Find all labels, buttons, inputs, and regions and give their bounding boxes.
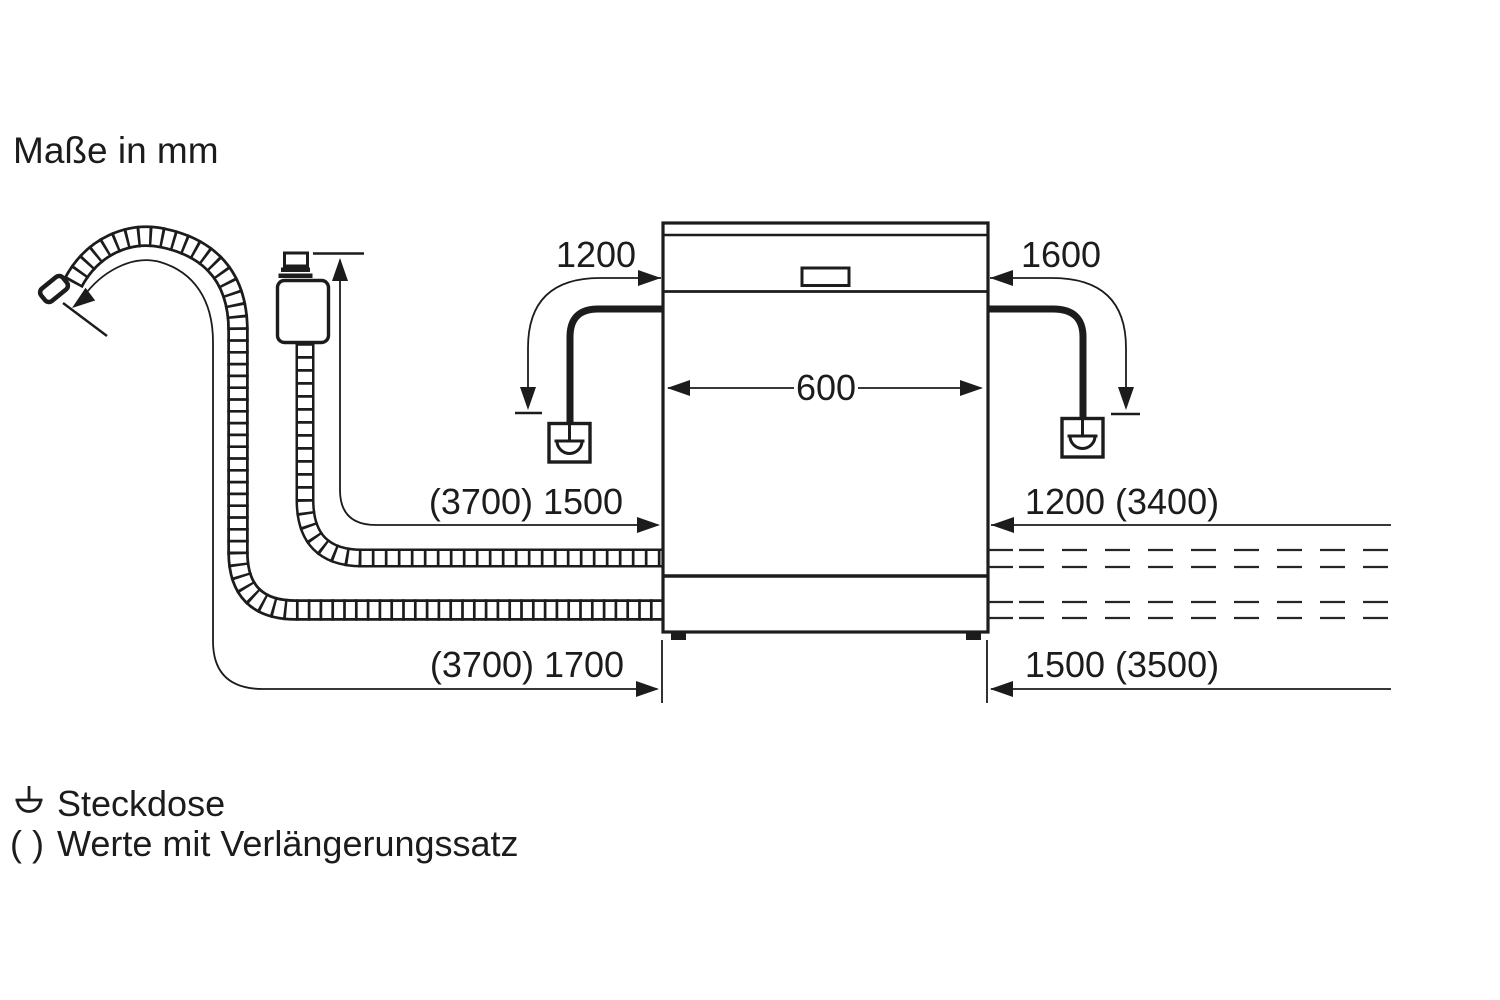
legend-socket-label: Steckdose	[57, 783, 225, 824]
dim-label-cord-left: 1200	[556, 234, 636, 275]
dim-supply-hose	[313, 252, 660, 533]
aquastop-valve-icon	[275, 251, 331, 345]
dim-label-appliance-width: 600	[796, 367, 856, 408]
door-handle	[800, 266, 851, 287]
power-cord-left	[566, 305, 662, 423]
socket-icon-left	[547, 421, 592, 464]
dim-label-cord-right: 1600	[1021, 234, 1101, 275]
dim-right-bottom	[990, 681, 1391, 697]
socket-icon	[15, 786, 43, 813]
dim-cord-right	[990, 270, 1140, 416]
appliance-foot-left	[671, 631, 686, 640]
dim-label-supply-hose: (3700) 1500	[429, 481, 623, 522]
power-cord-right	[988, 305, 1087, 418]
legend: Steckdose ( ) Werte mit Verlängerungssat…	[10, 783, 519, 864]
dim-right-top	[991, 517, 1391, 533]
dashed-hose-continuation	[988, 548, 1396, 620]
drain-hose-nozzle	[37, 273, 71, 305]
hose-end-extension-line	[62, 302, 108, 337]
appliance-foot-right	[966, 631, 981, 640]
dim-label-right-top: 1200 (3400)	[1025, 481, 1219, 522]
dim-appliance-width	[667, 380, 983, 396]
legend-extension-prefix: ( )	[10, 823, 44, 864]
supply-hose-icon	[295, 343, 666, 568]
dim-cord-left	[515, 270, 661, 415]
page-title: Maße in mm	[13, 130, 219, 171]
socket-icon-right	[1060, 416, 1105, 459]
dim-label-right-bottom: 1500 (3500)	[1025, 644, 1219, 685]
drain-hose-icon	[37, 225, 666, 621]
dishwasher-front	[661, 221, 990, 640]
dim-drain-hose	[62, 259, 659, 697]
legend-extension-label: Werte mit Verlängerungssatz	[57, 823, 519, 864]
dim-label-drain-hose: (3700) 1700	[430, 644, 624, 685]
